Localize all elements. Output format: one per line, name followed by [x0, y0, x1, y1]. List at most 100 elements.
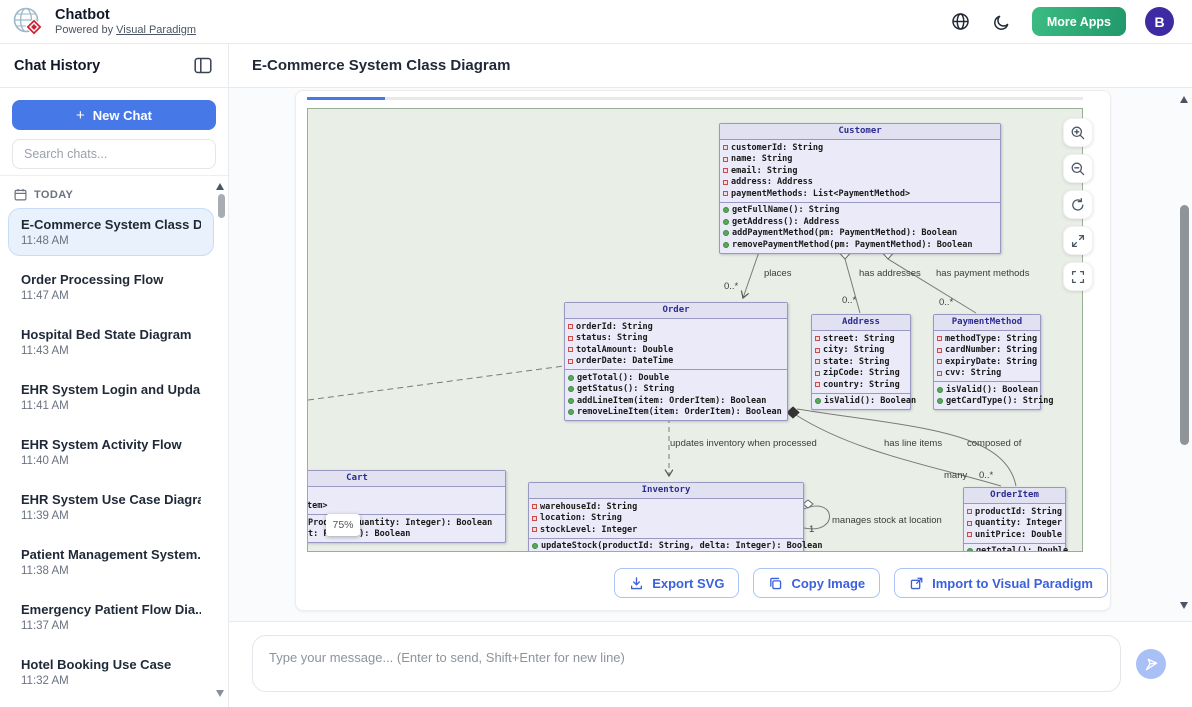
diagram-actions: Export SVG Copy Image Import to Visual Par…	[296, 568, 1108, 598]
edge-label: has addresses	[859, 268, 921, 279]
attribute-icon	[937, 336, 942, 342]
attribute-text: email: String	[731, 165, 798, 176]
uml-attribute: productId: String	[967, 506, 1062, 518]
uml-attribute: address: Address	[723, 177, 997, 189]
attribute-icon	[937, 370, 942, 376]
attribute-text: productId: String	[975, 506, 1062, 517]
uml-method: getCardType(): String	[937, 396, 1053, 408]
expand-button[interactable]	[1063, 226, 1093, 255]
uml-methods: getTotal(): Double	[964, 542, 1069, 552]
sidebar-scrollbar-thumb[interactable]	[218, 194, 225, 218]
reset-view-button[interactable]	[1063, 190, 1093, 219]
uml-class-name: Customer	[720, 124, 1000, 140]
attribute-icon	[815, 370, 820, 376]
uml-class-name: Cart	[308, 471, 505, 487]
uml-attribute: totalAmount: Double	[568, 344, 784, 356]
uml-method: addItem(product: Product, quantity: Inte…	[308, 517, 502, 529]
main-scrollbar-thumb[interactable]	[1180, 205, 1189, 445]
copy-image-button[interactable]: Copy Image	[753, 568, 881, 598]
uml-method: addPaymentMethod(pm: PaymentMethod): Boo…	[723, 228, 997, 240]
uml-attribute: warehouseId: String	[532, 501, 800, 513]
method-text: addPaymentMethod(pm: PaymentMethod): Boo…	[732, 228, 958, 239]
edge-label: 0..*	[939, 297, 954, 308]
message-composer	[229, 621, 1192, 707]
sidebar-scroll-up-arrow[interactable]	[216, 183, 224, 190]
moon-icon	[993, 13, 1011, 31]
diagram-progress-bar	[307, 97, 1083, 100]
method-icon	[723, 230, 729, 237]
uml-attribute: orderDate: DateTime	[568, 356, 784, 368]
export-svg-button[interactable]: Export SVG	[614, 568, 740, 598]
uml-attribute: email: String	[723, 165, 997, 177]
uml-attribute: city: String	[815, 345, 907, 357]
chat-history-item[interactable]: EHR System Login and Upda...11:41 AM	[8, 373, 214, 421]
sidebar-scroll-down-arrow[interactable]	[216, 690, 224, 697]
import-to-visual-paradigm-button[interactable]: Import to Visual Paradigm	[894, 568, 1108, 598]
sidebar: Chat History + New Chat	[0, 44, 229, 707]
chat-history-item[interactable]: E-Commerce System Class Di...11:48 AM	[8, 208, 214, 256]
external-link-icon	[909, 576, 924, 591]
chat-history-item[interactable]: Patient Management System...11:38 AM	[8, 538, 214, 586]
attribute-text: city: String	[823, 345, 885, 356]
zoom-out-button[interactable]	[1063, 154, 1093, 183]
method-icon	[723, 241, 729, 248]
method-icon	[532, 543, 538, 550]
attribute-text: customerId: String	[731, 142, 824, 153]
user-avatar[interactable]: B	[1145, 7, 1174, 36]
attribute-text: state: String	[823, 356, 890, 367]
edge-label: manages stock at location	[832, 515, 942, 526]
attribute-text: unitPrice: Double	[975, 529, 1062, 540]
search-chats-input[interactable]	[12, 139, 216, 169]
more-apps-button[interactable]: More Apps	[1031, 7, 1126, 36]
chat-item-title: Hospital Bed State Diagram	[21, 327, 192, 342]
uml-attribute: zipCode: String	[815, 368, 907, 380]
collapse-sidebar-button[interactable]	[192, 55, 214, 76]
chat-item-title: Emergency Patient Flow Dia...	[21, 602, 201, 617]
chat-history-item[interactable]: Emergency Patient Flow Dia...11:37 AM	[8, 593, 214, 641]
app-logo-icon	[12, 5, 46, 39]
attribute-text: orderDate: DateTime	[576, 356, 674, 367]
visual-paradigm-link[interactable]: Visual Paradigm	[116, 23, 197, 36]
method-text: getTotal(): Double	[976, 546, 1069, 552]
chat-item-title: EHR System Use Case Diagram	[21, 492, 201, 507]
attribute-text: status: String	[576, 333, 648, 344]
panel-toggle-icon	[194, 57, 212, 74]
attribute-text: paymentMethods: List<PaymentMethod>	[731, 188, 911, 199]
method-icon	[568, 386, 574, 393]
uml-attribute: orderId: String	[568, 321, 784, 333]
attribute-text: address: Address	[731, 177, 813, 188]
attribute-icon	[967, 520, 972, 526]
method-icon	[815, 398, 821, 405]
language-globe-button[interactable]	[949, 10, 972, 33]
uml-attributes: cartId: Stringitems: List<CartItem>	[308, 487, 505, 514]
plus-icon: +	[76, 106, 85, 124]
attribute-icon	[815, 382, 820, 388]
send-button[interactable]	[1136, 649, 1166, 679]
uml-attribute: cvv: String	[937, 368, 1037, 380]
attribute-text: orderId: String	[576, 321, 653, 332]
uml-methods: updateStock(productId: String, delta: In…	[529, 537, 822, 551]
main-scroll-up-arrow[interactable]	[1180, 96, 1188, 103]
zoom-in-button[interactable]	[1063, 118, 1093, 147]
main-scroll-down-arrow[interactable]	[1180, 602, 1188, 609]
app-header: Chatbot Powered by Visual Paradigm More …	[0, 0, 1192, 44]
method-text: isValid(): Boolean	[946, 384, 1039, 395]
uml-attribute: country: String	[815, 379, 907, 391]
fullscreen-button[interactable]	[1063, 262, 1093, 291]
new-chat-button[interactable]: + New Chat	[12, 100, 216, 130]
message-input[interactable]	[252, 635, 1121, 692]
dark-mode-button[interactable]	[991, 11, 1013, 33]
powered-by: Powered by Visual Paradigm	[55, 23, 197, 36]
